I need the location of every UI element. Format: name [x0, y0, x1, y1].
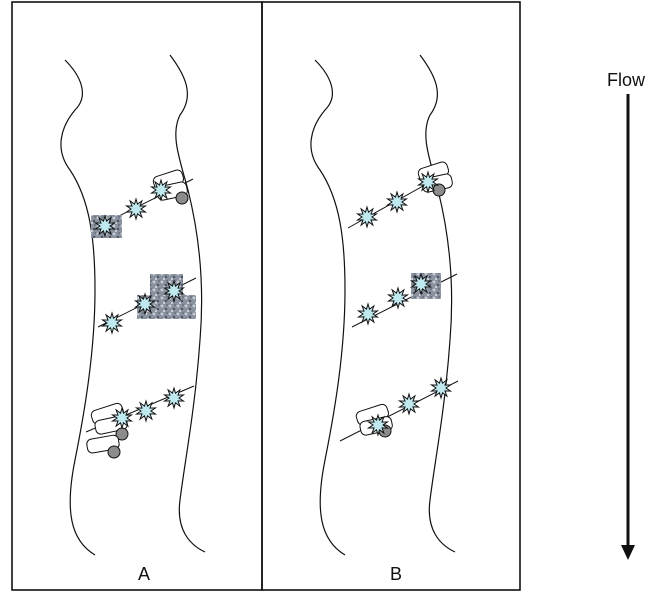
channel-left-bank-a — [60, 59, 96, 556]
panel-b-frame — [261, 1, 521, 591]
spiky-marker-icon — [409, 272, 433, 296]
log-pile-icon — [90, 402, 129, 441]
spiky-marker-icon — [397, 392, 421, 416]
channel-right-bank-b — [419, 54, 456, 553]
channel-left-bank-b — [310, 59, 346, 556]
spiky-marker-icon — [124, 197, 148, 221]
spiky-marker-icon — [416, 170, 440, 194]
spiky-marker-icon — [100, 311, 124, 335]
markers-group — [93, 170, 453, 437]
flow-arrow-icon — [621, 94, 635, 560]
spiky-marker-icon — [385, 190, 409, 214]
log-pile-icon — [417, 161, 453, 197]
spiky-marker-icon — [162, 386, 186, 410]
log-pile-icon — [86, 434, 121, 459]
spiky-marker-icon — [355, 205, 379, 229]
panel-b-label: B — [390, 564, 402, 584]
spiky-marker-icon — [133, 292, 157, 316]
spiky-marker-icon — [366, 413, 390, 437]
spiky-marker-icon — [110, 406, 134, 430]
spiky-marker-icon — [162, 279, 186, 303]
spiky-marker-icon — [429, 376, 453, 400]
spiky-marker-icon — [356, 302, 380, 326]
panel-a-label: A — [138, 564, 150, 584]
channel-right-bank-a — [169, 54, 206, 553]
spiky-marker-icon — [93, 214, 117, 238]
flow-label: Flow — [607, 70, 646, 90]
spiky-marker-icon — [386, 286, 410, 310]
spiky-marker-icon — [134, 399, 158, 423]
spiky-marker-icon — [149, 178, 173, 202]
